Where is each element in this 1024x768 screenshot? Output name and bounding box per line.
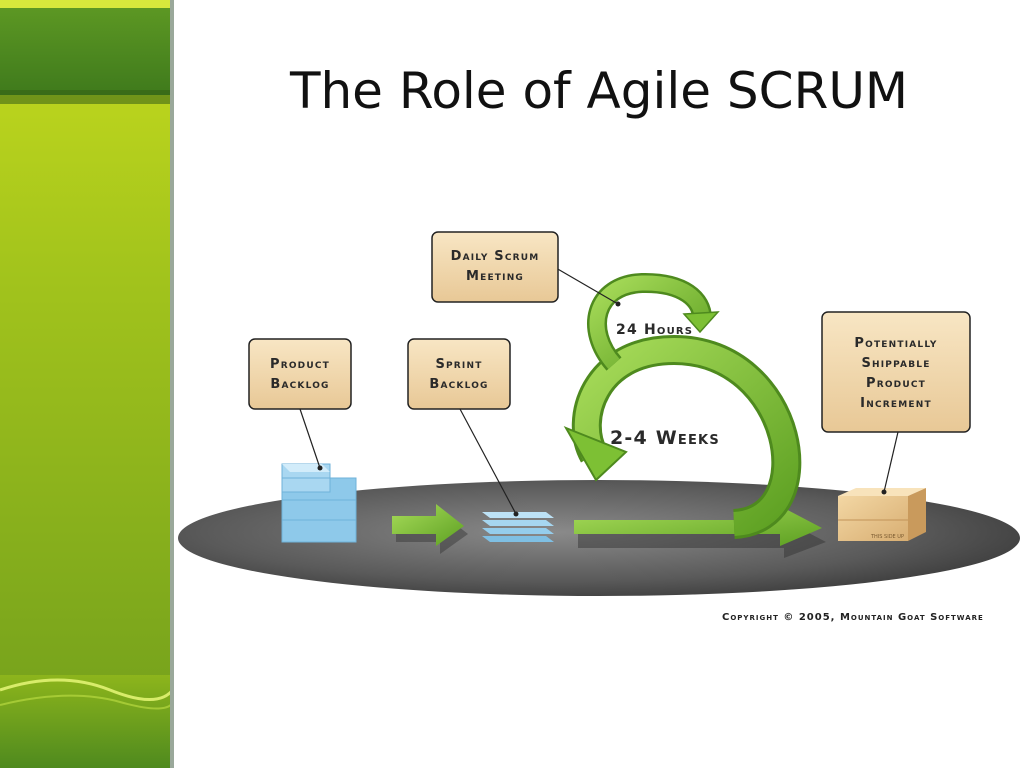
sprint-backlog-label-box: Sprint Backlog bbox=[407, 338, 511, 410]
product-backlog-line-1: Product bbox=[270, 357, 330, 372]
scrum-diagram: 24 Hours 2-4 Weeks THIS SIDE UP Daily Sc… bbox=[178, 231, 1020, 596]
increment-line-2: Shippable bbox=[861, 356, 930, 371]
sidebar-decoration bbox=[0, 0, 174, 768]
sprint-cycle-arrow bbox=[563, 334, 802, 539]
flow-arrow-1 bbox=[392, 504, 468, 554]
increment-label-box: Potentially Shippable Product Increment bbox=[821, 311, 971, 433]
daily-scrum-line-2: Meeting bbox=[466, 269, 524, 284]
sprint-flow-arrow bbox=[574, 506, 826, 558]
sprint-backlog-line-1: Sprint bbox=[435, 357, 482, 372]
copyright-notice: Copyright © 2005, Mountain Goat Software bbox=[722, 612, 984, 623]
increment-line-4: Increment bbox=[860, 396, 932, 411]
product-backlog-line-2: Backlog bbox=[270, 377, 329, 392]
increment-line-3: Product bbox=[866, 376, 926, 391]
box-stamp: THIS SIDE UP bbox=[870, 534, 904, 540]
daily-scrum-label-box: Daily Scrum Meeting bbox=[431, 231, 559, 303]
slide-title: The Role of Agile SCRUM bbox=[289, 62, 909, 120]
ground-ellipse bbox=[178, 480, 1020, 596]
product-backlog-label-box: Product Backlog bbox=[248, 338, 352, 410]
daily-cycle-label: 24 Hours bbox=[616, 322, 693, 338]
daily-scrum-line-1: Daily Scrum bbox=[451, 249, 540, 264]
connector-lines bbox=[299, 267, 899, 515]
product-increment-box: THIS SIDE UP bbox=[838, 488, 926, 541]
sprint-backlog-line-2: Backlog bbox=[429, 377, 488, 392]
daily-cycle-arrow bbox=[587, 272, 720, 371]
increment-line-1: Potentially bbox=[854, 336, 937, 351]
connector-dots bbox=[317, 301, 887, 517]
product-backlog-stack bbox=[281, 463, 357, 543]
sprint-cycle-label: 2-4 Weeks bbox=[610, 427, 720, 449]
